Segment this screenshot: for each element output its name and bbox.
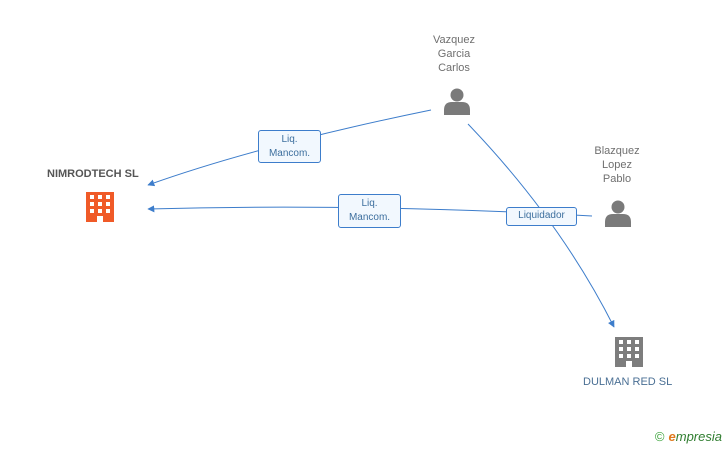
person-label-vazquez[interactable]: Vazquez Garcia Carlos xyxy=(433,34,475,74)
company-label-nimrodtech[interactable]: NIMRODTECH SL xyxy=(47,168,139,180)
edge-label-blazquez-nimrodtech[interactable]: Liq. Mancom. xyxy=(338,194,401,228)
building-icon[interactable] xyxy=(615,337,643,367)
building-icon[interactable] xyxy=(86,192,114,222)
brand-logo: empresia xyxy=(668,429,722,444)
company-label-dulman[interactable]: DULMAN RED SL xyxy=(583,376,673,388)
person-label-blazquez[interactable]: Blazquez Lopez Pablo xyxy=(594,145,640,185)
empresia-watermark: © empresia xyxy=(655,429,722,444)
person-icon[interactable] xyxy=(444,88,470,116)
copyright-icon: © xyxy=(654,429,665,444)
person-icon[interactable] xyxy=(605,200,631,228)
edge-label-vazquez-dulman[interactable]: Liquidador xyxy=(506,207,577,226)
edge-label-vazquez-nimrodtech[interactable]: Liq. Mancom. xyxy=(258,130,321,163)
